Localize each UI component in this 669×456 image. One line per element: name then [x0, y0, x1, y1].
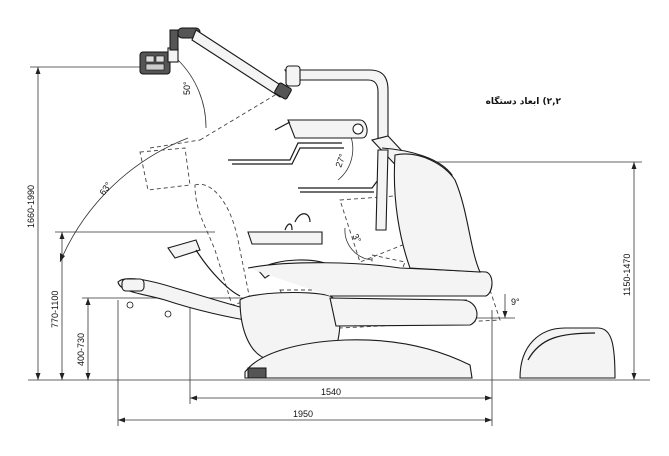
side-height-label: 1150-1470	[622, 254, 632, 296]
operating-lamp	[139, 27, 201, 75]
base-length-dimension: 1540	[189, 300, 493, 426]
seat-height-label: 400-730	[76, 333, 86, 366]
lamp-arm-angle-label: 50°	[182, 81, 192, 95]
chair-backrest	[117, 278, 261, 323]
total-length-label: 1950	[293, 409, 313, 419]
seat-tilt-angle-label: 9°	[511, 297, 520, 307]
lamp-arm-arc: 50°	[177, 59, 207, 129]
water-unit	[247, 213, 323, 245]
base-length-label: 1540	[321, 387, 341, 397]
lamp-swing-arc: 63°	[59, 137, 189, 263]
section-title: ۲,۲) ابعاد دستگاه	[485, 97, 561, 107]
chair-seat	[239, 153, 493, 363]
foot-control	[519, 327, 616, 379]
lamp-swing-angle-label: 63°	[97, 180, 113, 197]
instrument-tray	[228, 119, 379, 193]
overall-height-label: 1660-1990	[26, 185, 36, 228]
overall-height-dimension: 1660-1990	[26, 66, 140, 380]
lamp-arm	[191, 29, 389, 146]
total-length-dimension: 1950	[117, 300, 492, 426]
backrest-incline-arc: 3°	[344, 227, 373, 261]
armrest-height-label: 770-1100	[50, 291, 60, 328]
tray-tilt-angle-label: 27°	[333, 152, 347, 169]
chair-base	[244, 339, 473, 379]
